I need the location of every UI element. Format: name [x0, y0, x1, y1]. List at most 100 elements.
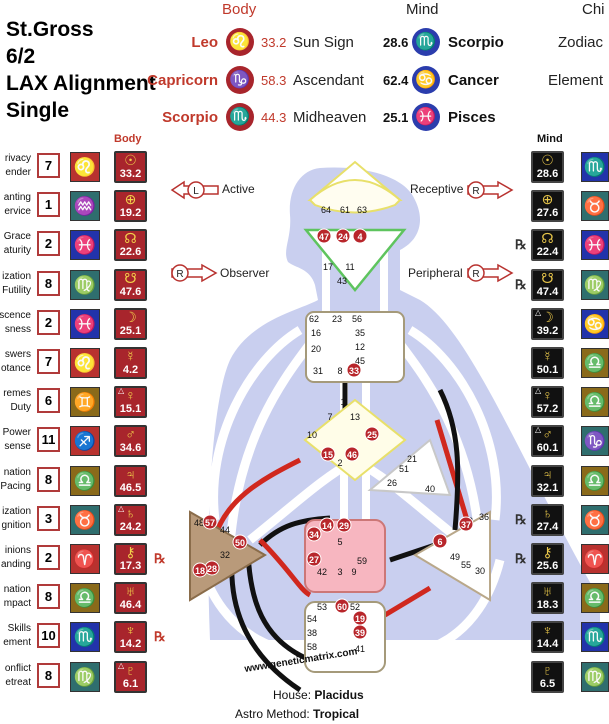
gate-number: 26 — [387, 478, 397, 488]
body-planet-tile: ♂34.6 — [114, 425, 147, 458]
gate-number: 20 — [311, 344, 321, 354]
mind-planet-degree: 57.2 — [536, 403, 559, 416]
mind-sign-icon: ♓ — [412, 103, 440, 131]
mind-zodiac-icon: ♏ — [581, 152, 609, 182]
triangle-marker: △ — [118, 386, 125, 396]
triangle-marker: △ — [535, 386, 542, 396]
body-sign-degree: 58.3 — [261, 73, 287, 88]
body-planet-icon: ⚷ — [125, 544, 136, 560]
variable-number: 6 — [37, 388, 60, 414]
astro-value: Tropical — [313, 707, 360, 721]
gate-number: 2 — [337, 458, 342, 468]
variable-label-line2: etreat — [5, 676, 31, 688]
active-label: Active — [222, 182, 255, 196]
gate-marker — [336, 517, 352, 533]
variable-label-line1: ization — [2, 505, 31, 517]
channel-track — [388, 558, 505, 657]
mind-planet-degree: 27.6 — [536, 207, 559, 220]
gate-number: 27 — [309, 555, 319, 565]
body-planet-icon: ♀ — [125, 387, 136, 404]
mind-zodiac-icon: ♋ — [581, 308, 609, 339]
gate-number: 37 — [461, 520, 471, 530]
gate-number: 33 — [349, 366, 359, 376]
gate-number: 7 — [327, 412, 332, 422]
body-zodiac-icon: ♌ — [70, 348, 100, 378]
gate-number: 30 — [475, 566, 485, 576]
house-label: House: — [273, 688, 312, 702]
body-header: Body — [222, 1, 257, 18]
body-planet-degree: 25.1 — [119, 324, 142, 337]
gate-number: 53 — [317, 602, 327, 612]
gate-number: 10 — [307, 430, 317, 440]
variable-label-line2: anding — [0, 559, 31, 570]
body-retrograde-icon: ℞ — [154, 551, 166, 566]
variable-label-line2: ervice — [4, 206, 31, 218]
body-planet-tile: ♆14.2 — [114, 621, 147, 654]
channel-track — [407, 326, 501, 521]
variable-label-line1: Power — [2, 427, 31, 439]
mind-planet-tile: ♃32.1 — [531, 464, 564, 497]
body-zodiac-icon: ♏ — [70, 622, 100, 653]
mind-planet-icon: ♃ — [542, 465, 553, 482]
mind-zodiac-icon: ♎ — [581, 465, 609, 496]
mind-planet-degree: 39.2 — [536, 324, 559, 337]
variable-label-line1: anting — [3, 192, 31, 204]
mind-planet-icon: ♄ — [542, 504, 553, 521]
body-planet-degree: 34.6 — [119, 442, 142, 455]
solar-plexus-center — [413, 510, 491, 602]
mind-zodiac-icon: ♑ — [581, 426, 609, 457]
gate-number: 38 — [307, 628, 317, 638]
variable-label-line1: rivacy — [4, 153, 31, 164]
mind-planet-tile: ⚷25.6 — [531, 543, 564, 575]
variable-label-line2: otance — [0, 363, 31, 374]
variable-label: swers otance — [1, 348, 31, 376]
gate-number: 34 — [309, 530, 319, 540]
mind-planet-tile: △☽39.2 — [531, 307, 564, 340]
body-zodiac-icon: ♌ — [70, 152, 100, 182]
summary-label: Ascendant — [293, 72, 364, 89]
body-sign-icon: ♌ — [226, 28, 254, 56]
gate-number: 48 — [194, 518, 204, 528]
body-planet-tile: ☿4.2 — [114, 347, 147, 379]
mind-planet-tile: △♀57.2 — [531, 386, 564, 419]
body-zodiac-icon: ♒ — [70, 191, 100, 222]
body-sign-name: Leo — [191, 34, 218, 51]
peripheral-label: Peripheral — [408, 266, 463, 280]
mind-planet-degree: 6.5 — [539, 677, 556, 690]
gate-number: 61 — [340, 205, 350, 215]
mind-retrograde-icon: ℞ — [515, 551, 527, 566]
gate-number: 9 — [351, 567, 356, 577]
mind-header: Mind — [406, 1, 439, 18]
variable-label-line1: swers — [4, 349, 31, 360]
gate-number: 40 — [425, 484, 435, 494]
gate-number: 23 — [332, 314, 342, 324]
body-planet-degree: 24.2 — [119, 520, 142, 533]
house-setting: House: Placidus — [273, 688, 364, 702]
ajna-center — [303, 228, 407, 292]
body-zodiac-icon: ♍ — [70, 661, 100, 692]
body-sign-degree: 44.3 — [261, 110, 287, 125]
gate-number: 5 — [337, 537, 342, 547]
mind-planet-tile: ♄27.4 — [531, 503, 564, 536]
defined-channel — [437, 388, 461, 531]
body-planet-icon: ♃ — [125, 465, 136, 482]
gate-number: 25 — [367, 430, 377, 440]
gate-marker — [344, 446, 360, 462]
gate-marker — [232, 534, 248, 550]
mind-planet-icon: ♆ — [542, 622, 553, 639]
active-arrow-icon-circle — [187, 181, 205, 199]
gate-marker — [458, 516, 474, 532]
gate-marker — [319, 517, 335, 533]
variable-number: 7 — [37, 153, 60, 178]
gate-marker — [352, 228, 368, 244]
gate-marker — [334, 598, 350, 614]
